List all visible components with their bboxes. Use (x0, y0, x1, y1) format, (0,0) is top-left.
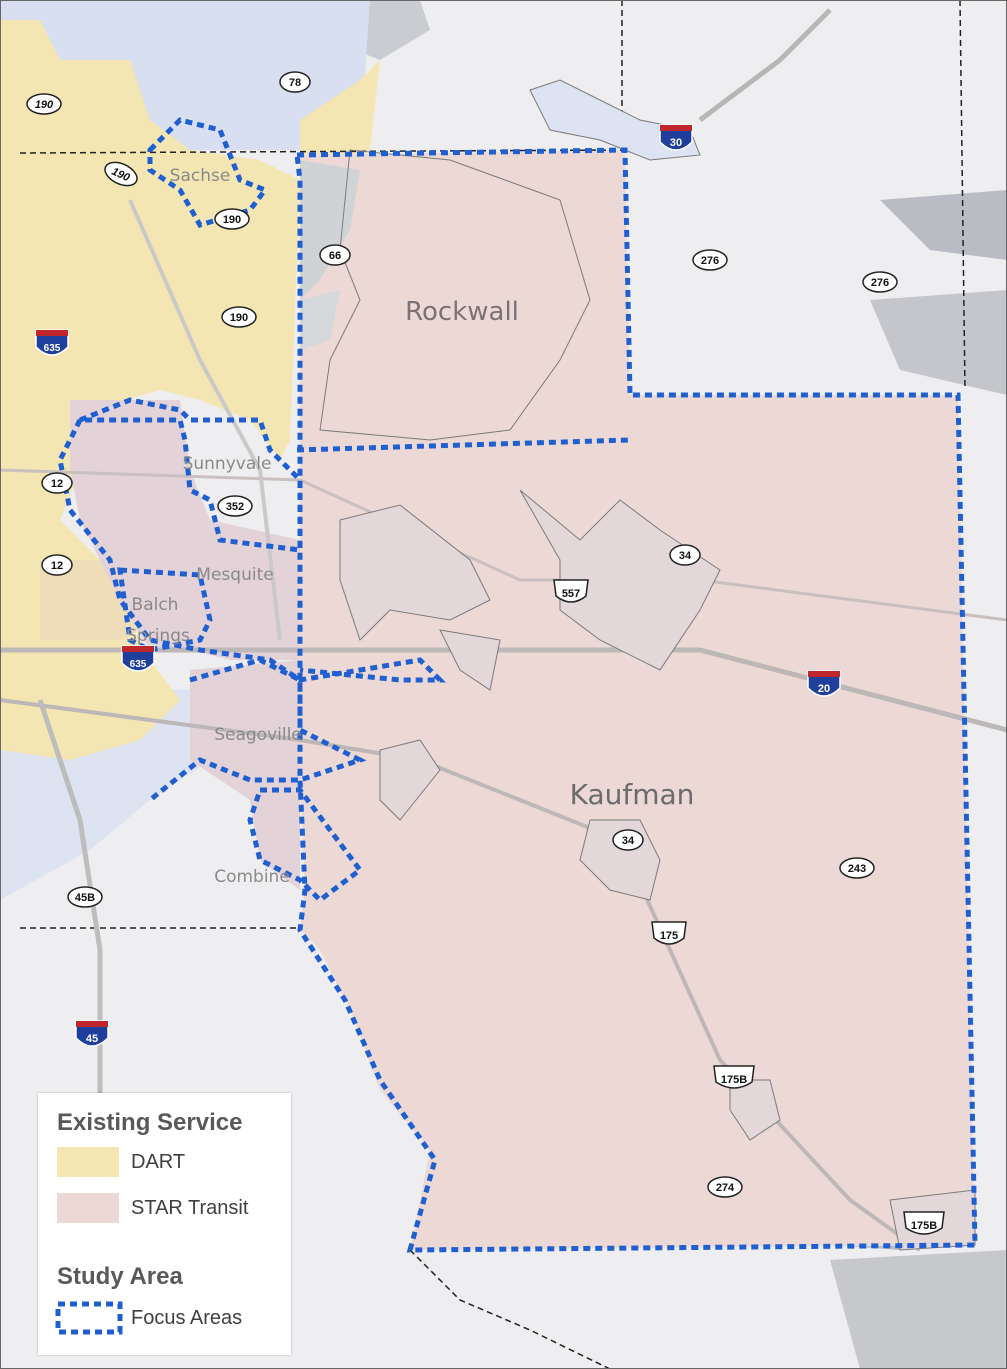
svg-text:352: 352 (226, 501, 244, 513)
state-shield-190-b: 190 (104, 161, 138, 187)
i30-road (698, 8, 832, 122)
star-southwest-area (190, 660, 300, 890)
place-label-springs: Springs (126, 626, 190, 646)
talty-outline (439, 629, 501, 691)
state-shield-12-a: 12 (41, 472, 73, 494)
state-shield-190-a: 190 (26, 93, 62, 115)
state-shield-276-b: 276 (862, 271, 898, 293)
county-line-south (409, 1249, 611, 1369)
svg-text:12: 12 (51, 478, 63, 490)
star-west-area (70, 400, 300, 660)
legend-star-swatch (57, 1193, 119, 1223)
interstate-shield-635-south: 635 (121, 645, 155, 672)
interstate-shield-45: 45 (75, 1020, 109, 1047)
state-shield-12-b: 12 (41, 554, 73, 576)
svg-text:175B: 175B (911, 1220, 937, 1232)
focus-area-balch-springs[interactable] (117, 567, 213, 653)
crandall-outline (379, 739, 441, 821)
star-transit-area (300, 150, 975, 1250)
map-legend: Existing Service DART STAR Transit Study… (38, 1093, 291, 1355)
svg-text:175: 175 (660, 930, 678, 942)
legend-existing-service-title: Existing Service (57, 1109, 243, 1136)
place-label-mesquite: Mesquite (196, 565, 273, 585)
place-label-sachse: Sachse (170, 166, 231, 186)
state-shield-243: 243 (839, 857, 875, 879)
county-line-east (959, 0, 966, 391)
highway-80 (0, 468, 1007, 622)
svg-text:30: 30 (670, 137, 682, 149)
county-line-north (19, 149, 626, 154)
svg-text:276: 276 (701, 255, 719, 267)
legend-focus-label: Focus Areas (131, 1307, 243, 1329)
svg-text:20: 20 (818, 683, 830, 695)
svg-text:34: 34 (622, 835, 635, 847)
legend-study-area-title: Study Area (57, 1263, 183, 1290)
legend-star-label: STAR Transit (131, 1197, 249, 1219)
svg-text:12: 12 (51, 560, 63, 572)
legend-dart-swatch (57, 1147, 119, 1177)
state-shield-34-b: 34 (612, 829, 644, 851)
dart-service-area-north (300, 60, 380, 180)
state-shield-34-a: 34 (669, 544, 701, 566)
focus-area-seagoville[interactable] (148, 657, 367, 802)
place-label-combine: Combine (214, 867, 290, 887)
focus-area-mesquite[interactable] (57, 418, 447, 683)
kemp-outline (729, 1079, 781, 1141)
state-shield-274: 274 (707, 1176, 743, 1198)
us-shield-175b-mabank: 175B (903, 1211, 945, 1235)
place-label-rockwall: Rockwall (405, 297, 519, 327)
svg-text:274: 274 (716, 1182, 735, 1194)
focus-area-kaufman-rockwall[interactable] (294, 147, 978, 1253)
focus-area-sachse[interactable] (147, 117, 269, 228)
place-label-kaufman: Kaufman (570, 778, 695, 811)
state-shield-190-c: 190 (214, 208, 250, 230)
focus-area-combine[interactable] (247, 787, 364, 904)
legend-focus-swatch (55, 1301, 123, 1335)
forney-outline (339, 504, 491, 641)
svg-text:190: 190 (230, 312, 248, 324)
state-shield-352: 352 (217, 495, 253, 517)
us-shield-175: 175 (651, 921, 687, 945)
focus-areas[interactable] (57, 117, 978, 1253)
lake-south (830, 1250, 1007, 1369)
interstate-shield-635-north: 635 (35, 329, 69, 356)
svg-text:276: 276 (871, 277, 889, 289)
svg-text:45: 45 (86, 1033, 98, 1045)
svg-text:635: 635 (130, 659, 147, 670)
lake-ray-hubbard-south (300, 290, 340, 350)
svg-text:34: 34 (679, 550, 692, 562)
svg-text:557: 557 (562, 588, 580, 600)
place-label-balch: Balch (132, 595, 179, 615)
svg-text:635: 635 (44, 343, 61, 354)
svg-text:190: 190 (223, 214, 241, 226)
us-shield-557: 557 (553, 579, 589, 603)
svg-text:175B: 175B (721, 1074, 747, 1086)
svg-text:66: 66 (329, 250, 341, 262)
focus-area-rockwall-south-edge[interactable] (296, 437, 631, 453)
focus-area-sunnyvale[interactable] (79, 397, 303, 553)
svg-text:243: 243 (848, 863, 866, 875)
interstate-shield-30: 30 (659, 124, 693, 151)
interstate-shield-20: 20 (807, 670, 841, 697)
state-shield-78: 78 (279, 71, 311, 93)
place-label-sunnyvale: Sunnyvale (183, 454, 272, 474)
lake-east (870, 290, 1007, 395)
svg-text:45B: 45B (75, 892, 95, 904)
state-shield-190-d: 190 (221, 306, 257, 328)
svg-text:190: 190 (35, 99, 54, 111)
legend-dart-label: DART (131, 1151, 186, 1173)
i635-road (128, 199, 282, 641)
state-shield-45b: 45B (67, 886, 103, 908)
lake-ray-hubbard-east (880, 190, 1007, 260)
state-shield-276-a: 276 (692, 249, 728, 271)
rockwall-city-outline (319, 149, 591, 441)
state-shield-66: 66 (319, 244, 351, 266)
svg-text:78: 78 (289, 77, 301, 89)
us-shield-175b-kemp: 175B (713, 1065, 755, 1089)
royse-city-outline (529, 79, 701, 161)
place-label-seagoville: Seagoville (214, 725, 302, 745)
